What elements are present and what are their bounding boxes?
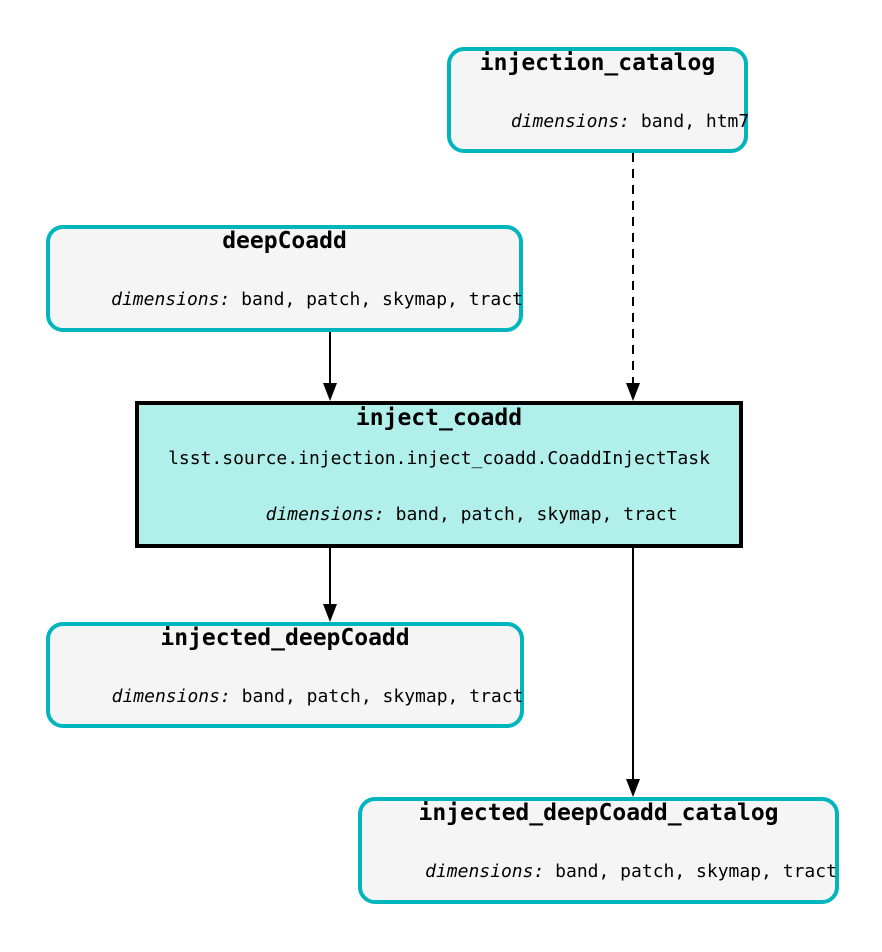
edge-line-solid [329,332,331,384]
arrowhead-icon [626,779,640,797]
node-injection-catalog-dimensions: dimensions: band, htm7 [446,95,749,149]
arrowhead-icon [323,604,337,622]
edge-line-dashed [632,153,634,384]
arrowhead-icon [323,383,337,401]
node-injection-catalog-title: injection_catalog [479,49,716,76]
node-inject-coadd-task: inject_coadd lsst.source.injection.injec… [135,401,743,548]
edge-inject-coadd-to-injected-deepcoadd [322,548,338,622]
edge-deepcoadd-to-inject-coadd [322,332,338,401]
node-deepcoadd-dimensions: dimensions: band, patch, skymap, tract [46,273,523,327]
dimensions-label: dimensions: [265,504,385,525]
node-inject-coadd-task-class: lsst.source.injection.inject_coadd.Coadd… [168,448,710,469]
dimensions-value: band, patch, skymap, tract [555,861,837,882]
dimensions-value: band, htm7 [640,110,750,132]
node-injection-catalog: injection_catalog dimensions: band, htm7 [446,47,749,153]
node-deepcoadd-title: deepCoadd [222,228,347,254]
node-deepcoadd: deepCoadd dimensions: band, patch, skymap… [46,225,523,332]
edge-line-solid [329,548,331,605]
dimensions-value: band, patch, skymap, tract [395,504,678,525]
dimensions-label: dimensions: [425,861,545,882]
dimensions-label: dimensions: [111,289,231,310]
dimensions-label: dimensions: [111,685,231,707]
edge-inject-coadd-to-injected-deepcoadd-catalog [625,548,641,797]
node-injected-deepcoadd-catalog-title: injected_deepCoadd_catalog [418,800,779,826]
arrowhead-icon [626,383,640,401]
node-injected-deepcoadd: injected_deepCoadd dimensions: band, patc… [46,622,524,728]
dimensions-value: band, patch, skymap, tract [241,685,524,707]
node-injected-deepcoadd-catalog-dimensions: dimensions: band, patch, skymap, tract [360,845,837,899]
node-injected-deepcoadd-title: injected_deepCoadd [160,624,410,651]
edge-line-solid [632,548,634,780]
edge-injection-catalog-to-inject-coadd [625,153,641,401]
node-injected-deepcoadd-catalog: injected_deepCoadd_catalog dimensions: ba… [358,797,839,904]
dimensions-value: band, patch, skymap, tract [241,289,523,310]
node-inject-coadd-title: inject_coadd [355,405,523,431]
node-injected-deepcoadd-dimensions: dimensions: band, patch, skymap, tract [47,670,524,724]
dimensions-label: dimensions: [510,110,631,132]
node-inject-coadd-dimensions: dimensions: band, patch, skymap, tract [201,488,678,542]
